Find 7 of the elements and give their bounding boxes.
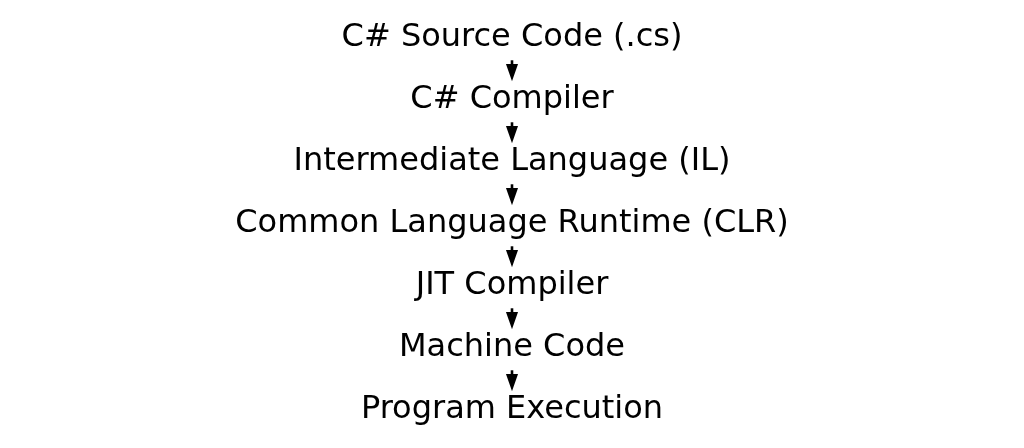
node-text: JIT Compiler xyxy=(415,263,609,302)
node-text: Intermediate Language (IL) xyxy=(293,139,731,178)
node-text: Common Language Runtime (CLR) xyxy=(235,201,789,240)
node-text: Program Execution xyxy=(360,387,664,426)
node-text: C# Source Code (.cs) xyxy=(341,15,683,54)
node-text: C# Compiler xyxy=(410,77,614,116)
node-text: Machine Code xyxy=(398,325,626,364)
